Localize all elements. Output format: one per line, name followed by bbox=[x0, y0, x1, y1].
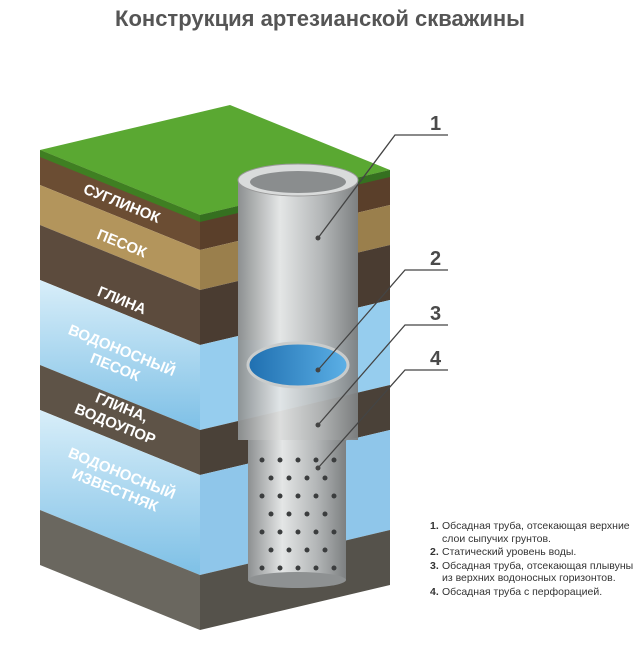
callout-4: 4 bbox=[430, 348, 442, 370]
callouts bbox=[317, 134, 448, 469]
layer-aquifer-sand bbox=[40, 280, 200, 430]
casing-pipe bbox=[237, 163, 359, 588]
legend-item: 2.Статический уровень воды. bbox=[430, 546, 577, 558]
layer-aquifer-limestone bbox=[40, 410, 200, 575]
layer-loam bbox=[40, 150, 200, 250]
layer-sand bbox=[40, 185, 200, 290]
layer-bedrock bbox=[40, 510, 200, 630]
perforations bbox=[259, 457, 337, 571]
legend: 1.Обсадная труба, отсекающая верхние сло… bbox=[430, 520, 635, 599]
perforated-pipe bbox=[248, 440, 346, 580]
layer-clay bbox=[40, 225, 200, 345]
legend-item: 3.Обсадная труба, отсекающая плывуны из … bbox=[430, 559, 634, 585]
static-water-level bbox=[246, 341, 350, 389]
callout-2: 2 bbox=[430, 248, 441, 270]
layer-aquiclude bbox=[40, 365, 200, 475]
callout-3: 3 bbox=[430, 303, 441, 325]
callout-1: 1 bbox=[430, 113, 441, 135]
legend-item: 4.Обсадная труба с перфорацией. bbox=[430, 585, 603, 598]
page-title: Конструкция артезианской скважины bbox=[115, 6, 525, 31]
legend-item: 1.Обсадная труба, отсекающая верхние сло… bbox=[430, 520, 630, 545]
